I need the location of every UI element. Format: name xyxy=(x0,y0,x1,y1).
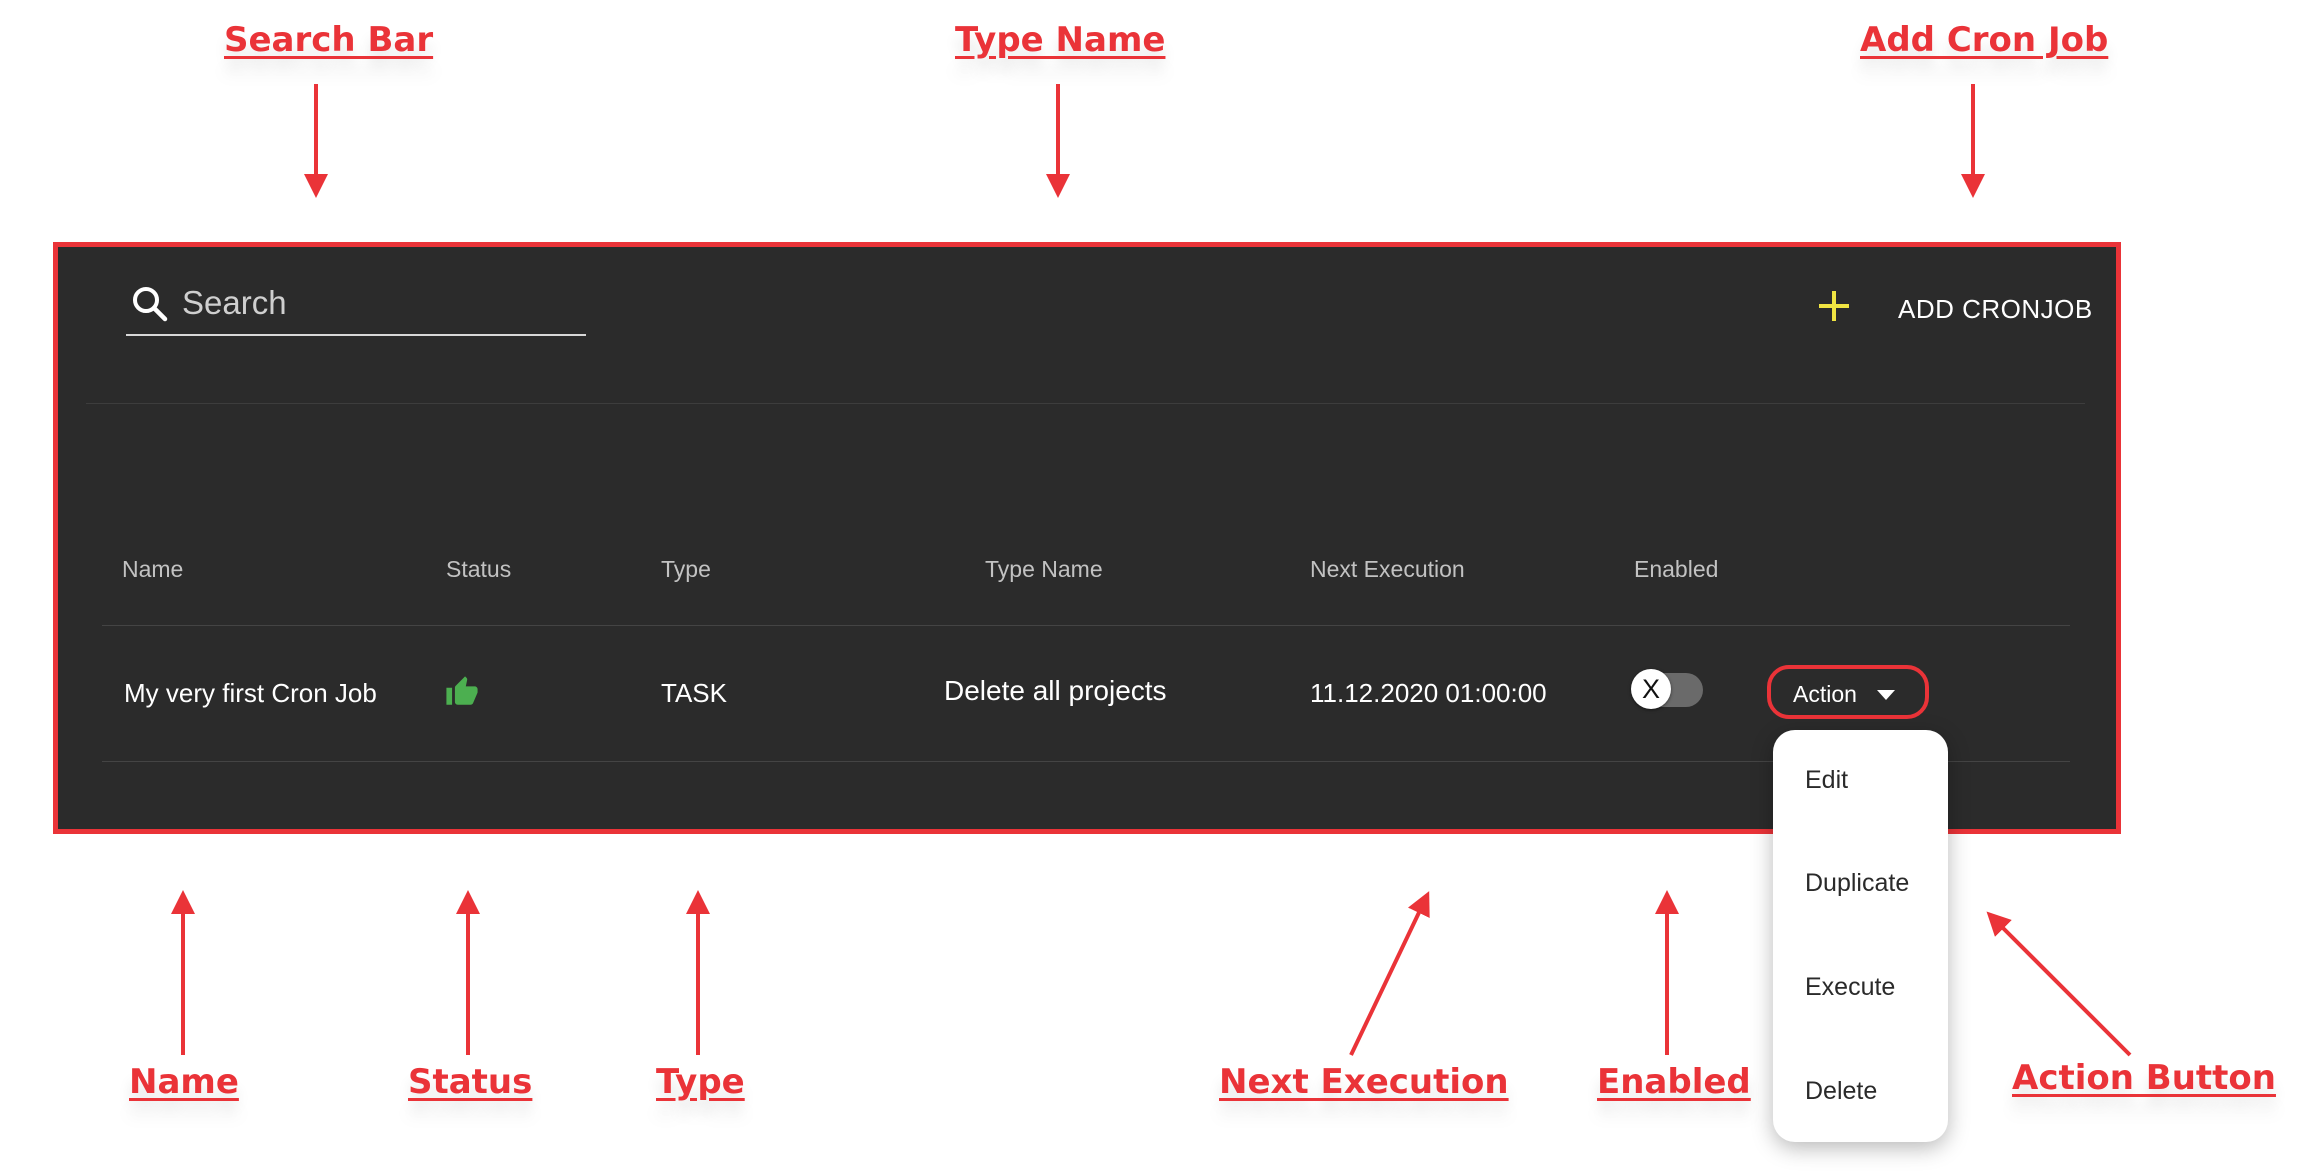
thumbs-up-icon xyxy=(446,676,478,705)
menu-item-execute[interactable]: Execute xyxy=(1805,973,1896,1001)
callout-type: Type xyxy=(656,1062,745,1102)
column-header-type: Type xyxy=(661,556,711,582)
enabled-toggle[interactable]: X xyxy=(1631,668,1705,712)
arrow-action-button xyxy=(1986,911,2132,1057)
search-input[interactable] xyxy=(180,280,574,326)
callout-search-bar: Search Bar xyxy=(224,20,434,60)
plus-icon xyxy=(1819,291,1849,321)
header-divider xyxy=(102,625,2070,626)
cell-type-name: Delete all projects xyxy=(944,675,1167,706)
action-button[interactable]: Action xyxy=(1767,665,1929,719)
column-header-status: Status xyxy=(446,556,512,582)
caret-down-icon xyxy=(1877,690,1895,700)
column-header-name: Name xyxy=(122,556,184,582)
toolbar-divider xyxy=(86,403,2085,404)
callout-enabled: Enabled xyxy=(1597,1062,1751,1102)
menu-item-edit[interactable]: Edit xyxy=(1805,766,1849,794)
search-icon xyxy=(133,287,168,322)
menu-item-delete[interactable]: Delete xyxy=(1805,1077,1878,1105)
callout-add-cron-job: Add Cron Job xyxy=(1860,20,2109,60)
arrow-next-execution xyxy=(1349,891,1430,1056)
column-header-type-name: Type Name xyxy=(985,556,1103,582)
callout-type-name: Type Name xyxy=(955,20,1166,60)
column-header-next-execution: Next Execution xyxy=(1310,556,1465,582)
action-menu: Edit Duplicate Execute Delete xyxy=(1773,730,1948,1142)
add-cronjob-label: ADD CRONJOB xyxy=(1898,294,2093,324)
action-button-label: Action xyxy=(1793,681,1857,707)
callout-status: Status xyxy=(408,1062,533,1102)
callout-name: Name xyxy=(129,1062,239,1102)
menu-item-duplicate[interactable]: Duplicate xyxy=(1805,869,1910,897)
callout-action-button: Action Button xyxy=(2012,1058,2276,1098)
cell-type: TASK xyxy=(661,678,727,708)
row-divider xyxy=(102,761,2070,762)
column-header-enabled: Enabled xyxy=(1634,556,1719,582)
cronjob-panel xyxy=(53,242,2121,834)
callout-next-execution: Next Execution xyxy=(1219,1062,1509,1102)
toggle-knob: X xyxy=(1631,669,1671,709)
add-cronjob-button[interactable]: ADD CRONJOB xyxy=(1816,284,2092,336)
search-bar[interactable] xyxy=(126,274,586,336)
cell-name: My very first Cron Job xyxy=(124,678,377,708)
cell-next-execution: 11.12.2020 01:00:00 xyxy=(1310,678,1547,708)
